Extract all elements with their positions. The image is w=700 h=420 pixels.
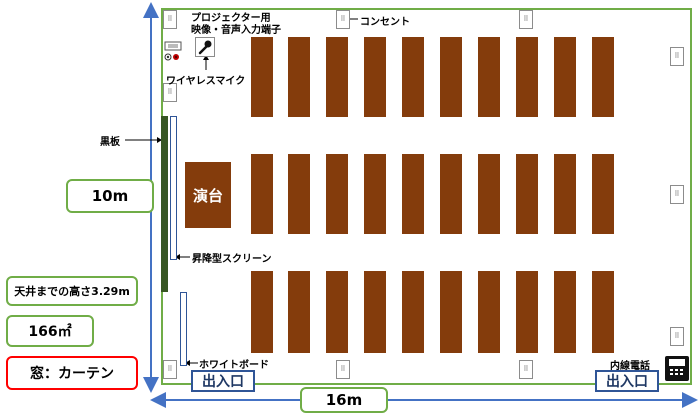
height-dimension-box: 10m: [66, 179, 154, 213]
width-dimension-box: 16m: [300, 387, 388, 413]
outlet-label: コンセント: [360, 17, 410, 28]
desk: [478, 154, 500, 234]
desk: [440, 271, 462, 353]
desk: [326, 154, 348, 234]
whiteboard: [180, 292, 187, 366]
blackboard-label: 黒板: [100, 137, 120, 148]
outlet-icon: ⠿: [163, 83, 177, 102]
desk: [364, 271, 386, 353]
podium: 演台: [185, 162, 231, 228]
desk: [516, 154, 538, 234]
desk: [402, 271, 424, 353]
outlet-icon: ⠿: [670, 185, 684, 204]
projector-input-icon: [164, 40, 186, 64]
ceiling-height-box: 天井までの高さ3.29m: [6, 276, 138, 306]
projector-label: プロジェクター用 映像・音声入力端子: [191, 13, 281, 37]
height-dimension-label: 10m: [91, 187, 129, 205]
projector-label-line1: プロジェクター用: [191, 13, 271, 24]
area-label: 166㎡: [28, 324, 72, 340]
outlet-icon: ⠿: [670, 327, 684, 346]
desk: [440, 154, 462, 234]
desk: [364, 37, 386, 117]
desk: [516, 271, 538, 353]
outlet-icon: ⠿: [670, 47, 684, 66]
desk: [592, 154, 614, 234]
whiteboard-label: ホワイトボード: [199, 360, 269, 371]
desk: [478, 37, 500, 117]
desk: [554, 37, 576, 117]
podium-label: 演台: [192, 186, 223, 205]
desk: [402, 154, 424, 234]
desk: [326, 271, 348, 353]
lifting-screen: [170, 116, 177, 260]
width-dimension-label: 16m: [325, 391, 363, 409]
desk: [251, 271, 273, 353]
desk: [288, 37, 310, 117]
blackboard: [161, 116, 168, 292]
outlet-icon: ⠿: [336, 360, 350, 379]
desk: [554, 154, 576, 234]
desk: [251, 154, 273, 234]
desk: [288, 154, 310, 234]
desk: [402, 37, 424, 117]
area-box: 166㎡: [6, 315, 94, 347]
desk: [326, 37, 348, 117]
screen-label: 昇降型スクリーン: [192, 254, 272, 265]
desk: [592, 37, 614, 117]
desk: [288, 271, 310, 353]
microphone-icon: [195, 37, 215, 57]
desk: [516, 37, 538, 117]
desk: [251, 37, 273, 117]
desk: [364, 154, 386, 234]
projector-label-line2: 映像・音声入力端子: [191, 25, 281, 36]
exit-right-label: 出入口: [606, 374, 648, 390]
window-label: 窓：カーテン: [30, 366, 114, 382]
desk: [592, 271, 614, 353]
exit-left-label: 出入口: [202, 374, 244, 390]
exit-left: 出入口: [191, 370, 255, 392]
exit-right: 出入口: [595, 370, 659, 392]
outlet-icon: ⠿: [336, 10, 350, 29]
desk: [554, 271, 576, 353]
phone-icon: [664, 355, 690, 382]
outlet-icon: ⠿: [163, 10, 177, 29]
wireless-mic-label: ワイヤレスマイク: [166, 76, 246, 87]
outlet-icon: ⠿: [519, 360, 533, 379]
window-box: 窓：カーテン: [6, 356, 138, 390]
desk: [440, 37, 462, 117]
desk: [478, 271, 500, 353]
outlet-icon: ⠿: [163, 360, 177, 379]
outlet-icon: ⠿: [519, 10, 533, 29]
ceiling-height-label: 天井までの高さ3.29m: [14, 285, 130, 298]
phone-label: 内線電話: [610, 361, 650, 372]
